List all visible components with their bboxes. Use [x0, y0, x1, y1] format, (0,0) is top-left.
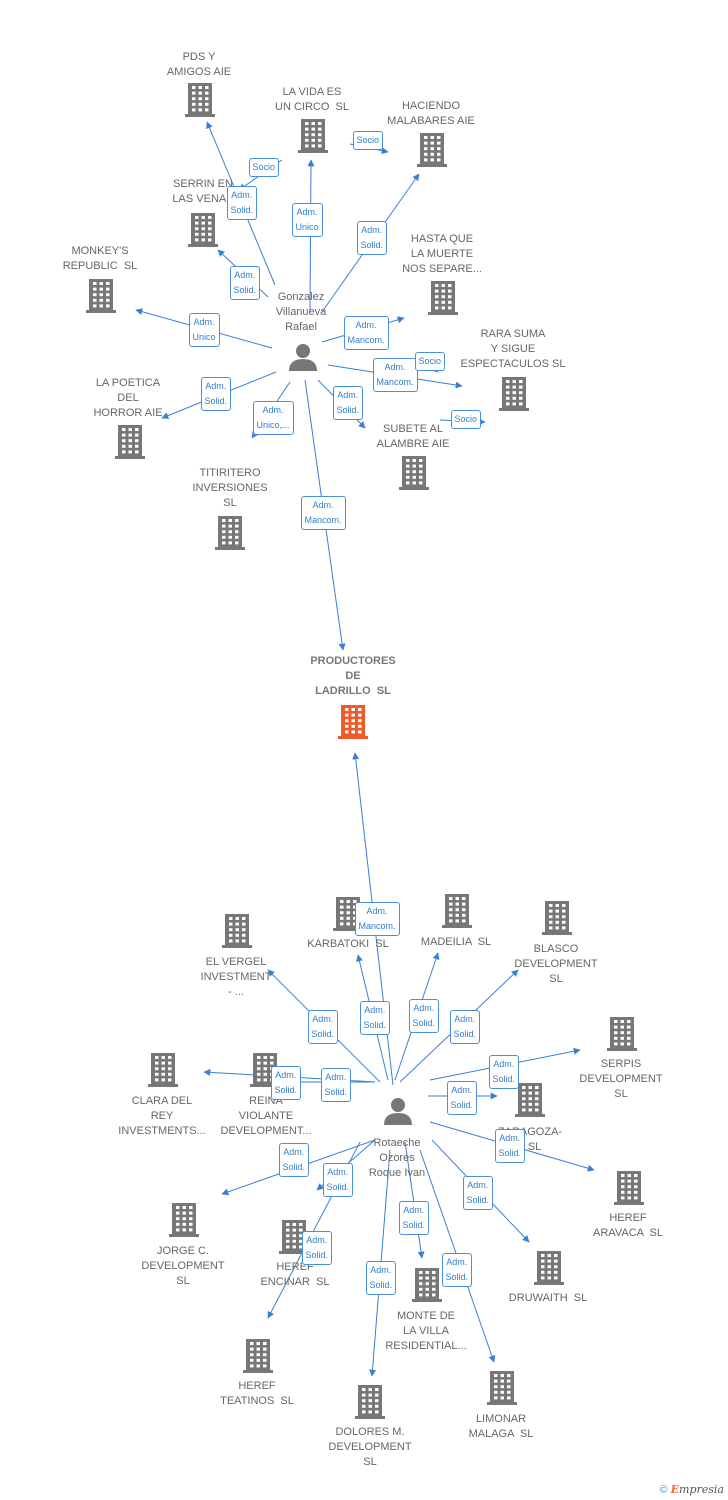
node-label-vergel[interactable]: EL VERGEL INVESTMENT - ...: [200, 956, 272, 998]
relation-badge[interactable]: Adm. Mancom.: [300, 496, 346, 530]
relation-badge[interactable]: Adm. Solid.: [270, 1066, 302, 1100]
relation-badge[interactable]: Socio: [414, 351, 446, 371]
relation-badge[interactable]: Adm. Unico: [188, 313, 220, 347]
relation-badge[interactable]: Adm. Solid.: [307, 1010, 339, 1044]
relation-badge[interactable]: Adm. Solid.: [322, 1163, 354, 1197]
relation-badge[interactable]: Adm. Solid.: [359, 1001, 391, 1035]
building-icon[interactable]: [614, 1171, 644, 1205]
edge-p2-monte: [404, 1141, 425, 1259]
building-icon[interactable]: [355, 1385, 385, 1419]
building-icon[interactable]: [428, 281, 458, 315]
node-label-p1[interactable]: Gonzalez Villanueva Rafael: [275, 291, 327, 333]
relation-badge[interactable]: Socio: [352, 130, 384, 150]
node-label-pds[interactable]: PDS Y AMIGOS AIE: [166, 51, 232, 78]
relation-badge[interactable]: Adm. Mancom.: [372, 358, 418, 392]
relation-badge[interactable]: Adm. Solid.: [332, 386, 364, 420]
relation-badge[interactable]: Adm. Solid.: [356, 221, 388, 255]
copyright-symbol: ©: [659, 1484, 668, 1496]
relation-badge[interactable]: Adm. Mancom.: [354, 902, 400, 936]
node-label-monkeys[interactable]: MONKEY'S REPUBLIC SL: [62, 245, 138, 272]
node-label-karbatoki[interactable]: KARBATOKI SL: [307, 938, 389, 950]
building-icon[interactable]: [499, 377, 529, 411]
relation-badge[interactable]: Socio: [450, 409, 482, 429]
node-label-dolores[interactable]: DOLORES M. DEVELOPMENT SL: [328, 1426, 412, 1468]
node-label-herefaravaca[interactable]: HEREF ARAVACA SL: [593, 1212, 663, 1239]
node-label-druwaith[interactable]: DRUWAITH SL: [508, 1292, 588, 1304]
person-icon[interactable]: [384, 1098, 412, 1125]
relation-badge[interactable]: Adm. Solid.: [229, 266, 261, 300]
relation-badge[interactable]: Adm. Solid.: [494, 1129, 526, 1163]
building-icon[interactable]: [215, 516, 245, 550]
relation-badge[interactable]: Adm. Mancom.: [343, 316, 389, 350]
node-label-haciendo[interactable]: HACIENDO MALABARES AIE: [387, 100, 475, 127]
node-label-serpis[interactable]: SERPIS DEVELOPMENT SL: [579, 1058, 663, 1100]
node-label-poetica[interactable]: LA POETICA DEL HORROR AIE: [93, 377, 163, 419]
relation-badge[interactable]: Adm. Solid.: [408, 999, 440, 1033]
relation-badge[interactable]: Adm. Solid.: [441, 1253, 473, 1287]
node-label-p2[interactable]: Rotaeche Ozores Roque Ivan: [368, 1137, 426, 1179]
edges-layer: [135, 121, 595, 1377]
building-icon[interactable]: [399, 456, 429, 490]
brand-initial: E: [670, 1483, 680, 1496]
node-label-productores[interactable]: PRODUCTORES DE LADRILLO SL: [310, 655, 396, 697]
building-icon[interactable]: [298, 119, 328, 153]
relation-badge[interactable]: Adm. Unico,...: [252, 401, 294, 435]
node-label-vida[interactable]: LA VIDA ES UN CIRCO SL: [275, 86, 349, 113]
node-label-subete[interactable]: SUBETE AL ALAMBRE AIE: [376, 423, 450, 450]
relation-badge[interactable]: Adm. Solid.: [462, 1176, 494, 1210]
building-icon[interactable]: [222, 914, 252, 948]
relation-badge[interactable]: Adm. Solid.: [488, 1055, 520, 1089]
building-icon[interactable]: [487, 1371, 517, 1405]
building-icon[interactable]: [243, 1339, 273, 1373]
node-label-rara[interactable]: RARA SUMA Y SIGUE ESPECTACULOS SL: [460, 328, 566, 370]
node-label-monte[interactable]: MONTE DE LA VILLA RESIDENTIAL...: [385, 1310, 467, 1352]
node-label-titiritero[interactable]: TITIRITERO INVERSIONES SL: [192, 467, 268, 509]
building-icon[interactable]: [607, 1017, 637, 1051]
brand-name: mpresia: [679, 1483, 724, 1496]
building-icon[interactable]: [338, 705, 368, 739]
building-icon[interactable]: [515, 1083, 545, 1117]
node-label-herefteatinos[interactable]: HEREF TEATINOS SL: [220, 1380, 294, 1407]
node-label-blasco[interactable]: BLASCO DEVELOPMENT SL: [514, 943, 598, 985]
building-icon[interactable]: [442, 894, 472, 928]
node-label-limonar[interactable]: LIMONAR MALAGA SL: [468, 1413, 534, 1440]
building-icon[interactable]: [542, 901, 572, 935]
node-label-reina[interactable]: REINA VIOLANTE DEVELOPMENT...: [220, 1095, 312, 1137]
relation-badge[interactable]: Adm. Solid.: [200, 377, 232, 411]
building-icon[interactable]: [417, 133, 447, 167]
relation-badge[interactable]: Adm. Solid.: [446, 1081, 478, 1115]
node-label-clara[interactable]: CLARA DEL REY INVESTMENTS...: [118, 1095, 206, 1137]
relation-badge[interactable]: Adm. Solid.: [449, 1010, 481, 1044]
building-icon[interactable]: [148, 1053, 178, 1087]
building-icon[interactable]: [412, 1268, 442, 1302]
relation-badge[interactable]: Adm. Solid.: [398, 1201, 430, 1235]
relation-badge[interactable]: Adm. Solid.: [320, 1068, 352, 1102]
relation-badge[interactable]: Adm. Solid.: [365, 1261, 397, 1295]
relation-badge[interactable]: Adm. Unico: [291, 203, 323, 237]
person-icon[interactable]: [289, 344, 317, 371]
building-icon[interactable]: [534, 1251, 564, 1285]
brand-logo[interactable]: ©Empresia: [660, 1483, 724, 1496]
building-icon[interactable]: [86, 279, 116, 313]
icons-layer: [86, 83, 644, 1419]
building-icon[interactable]: [115, 425, 145, 459]
building-icon[interactable]: [185, 83, 215, 117]
relation-badge[interactable]: Adm. Solid.: [226, 186, 258, 220]
node-label-jorge[interactable]: JORGE C. DEVELOPMENT SL: [141, 1245, 225, 1287]
node-label-madeilia[interactable]: MADEILIA SL: [420, 936, 492, 948]
relation-badge[interactable]: Socio: [248, 157, 280, 177]
node-label-serrin[interactable]: SERRIN EN LAS VENAS: [172, 178, 234, 205]
relation-badge[interactable]: Adm. Solid.: [278, 1143, 310, 1177]
building-icon[interactable]: [188, 213, 218, 247]
building-icon[interactable]: [169, 1203, 199, 1237]
relation-badge[interactable]: Adm. Solid.: [301, 1231, 333, 1265]
node-label-hasta[interactable]: HASTA QUE LA MUERTE NOS SEPARE...: [402, 233, 482, 275]
